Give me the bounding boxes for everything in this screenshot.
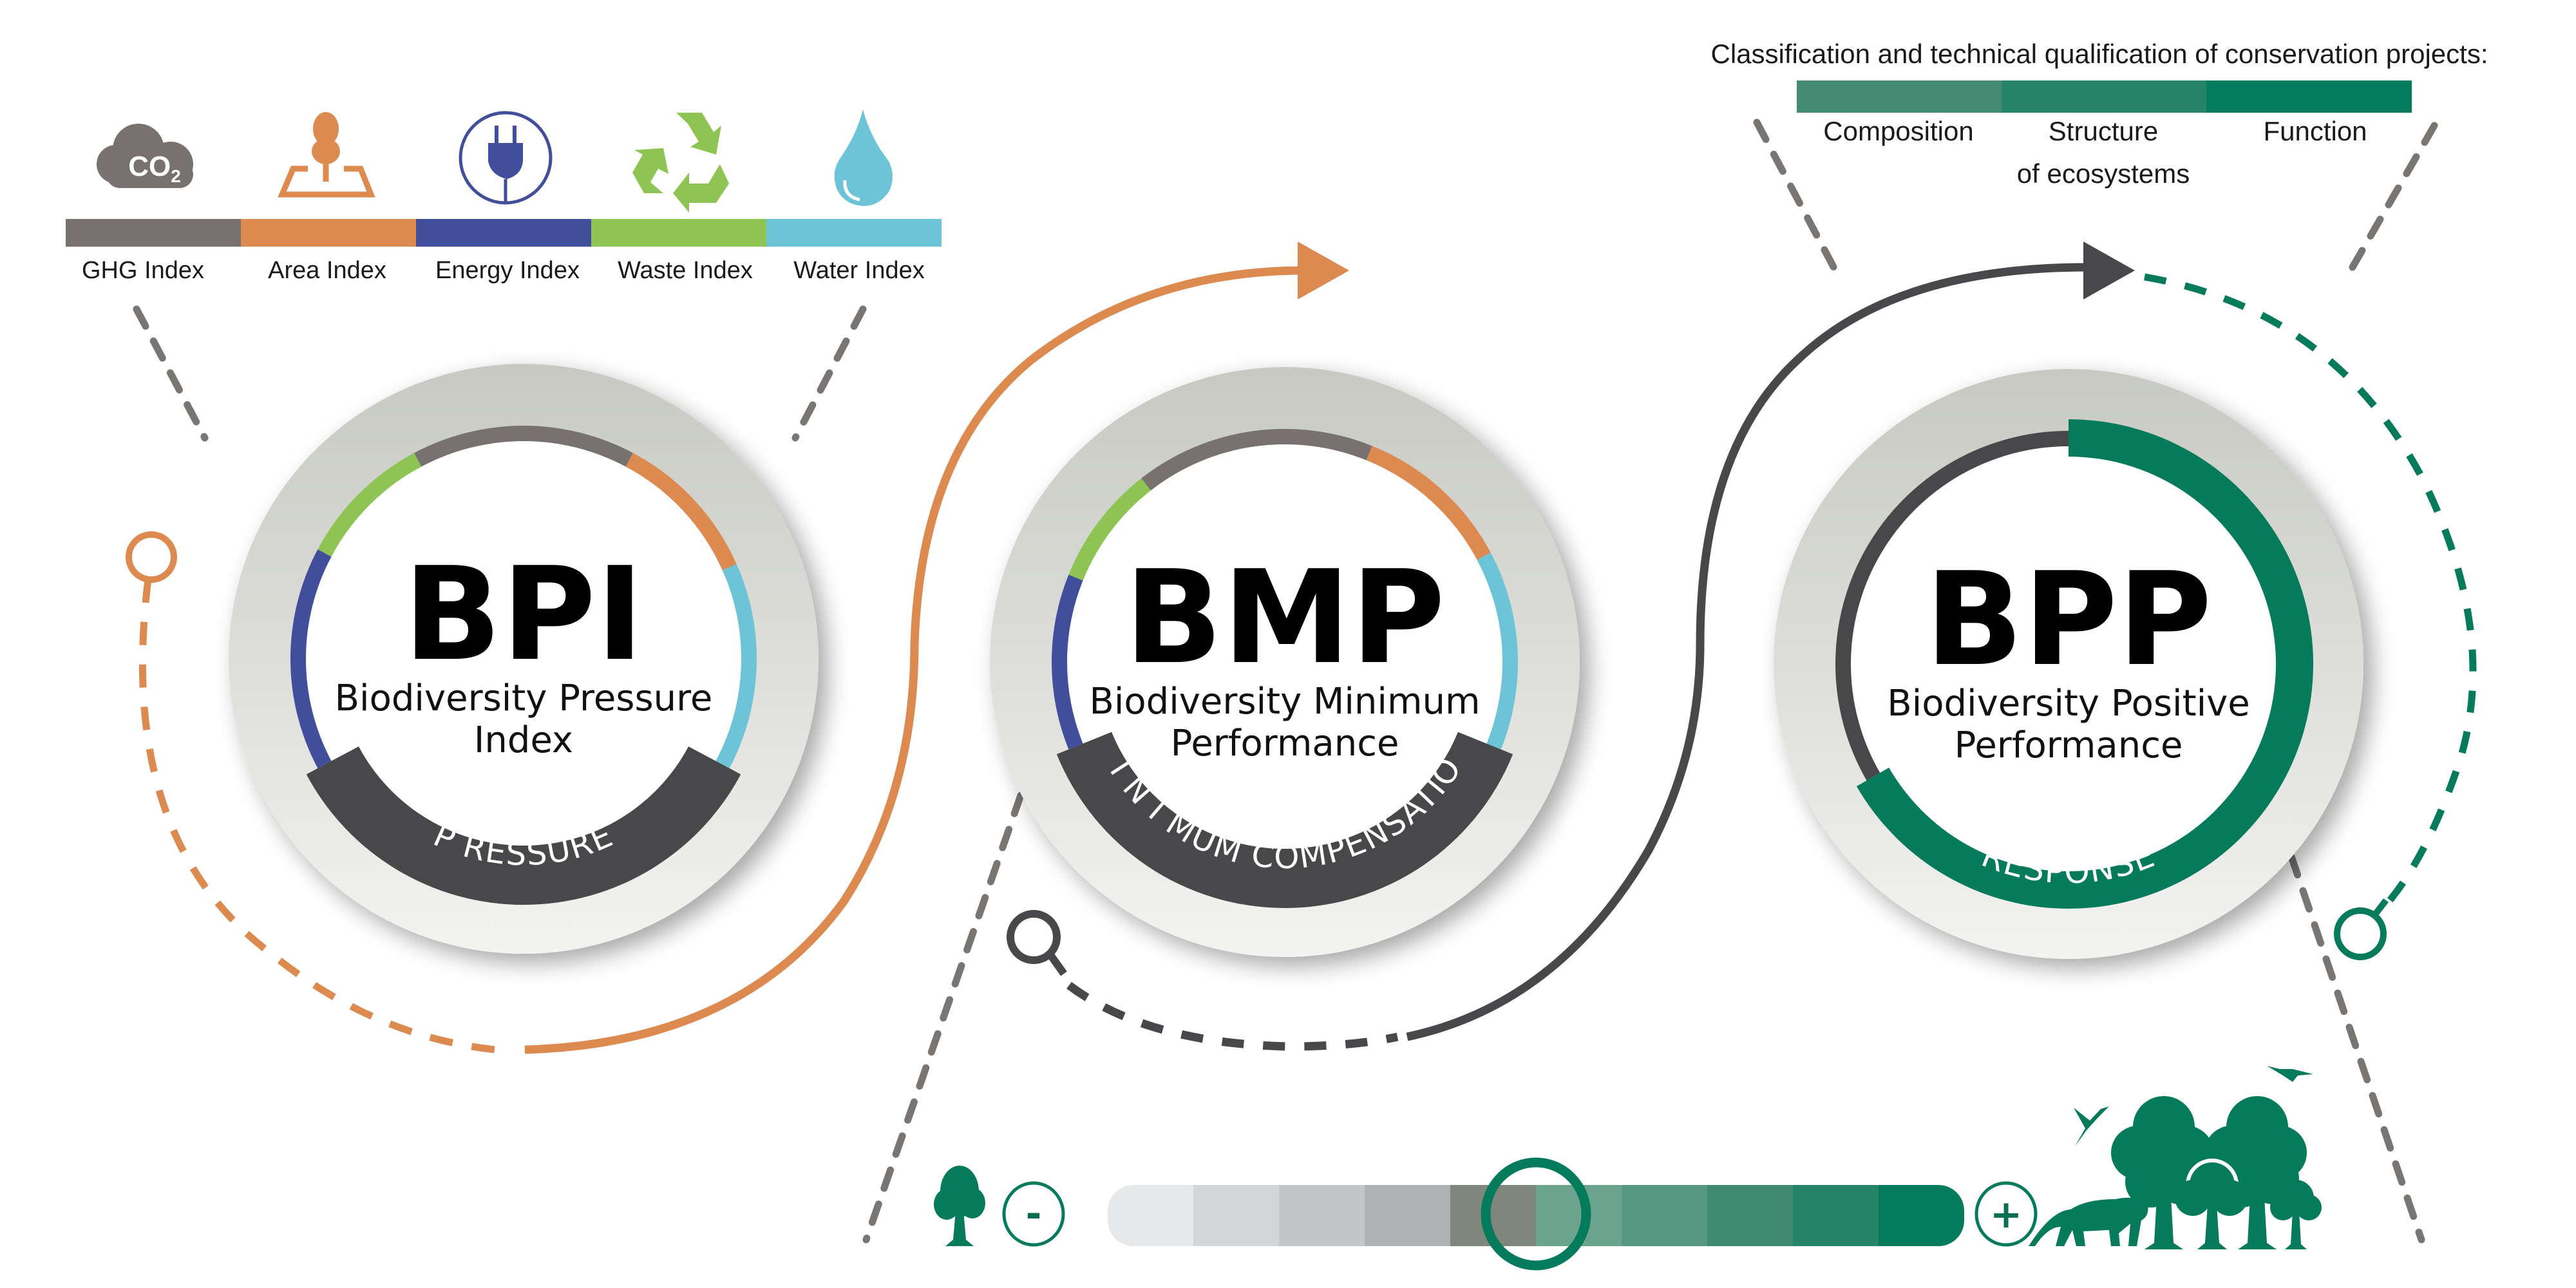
legend-connector-right	[791, 305, 867, 442]
classification-title: Classification and technical qualificati…	[1711, 39, 2488, 69]
co2-cloud-icon: CO2	[97, 124, 193, 188]
bpp-baseline-segment	[1835, 431, 2069, 781]
scale-segment-7[interactable]	[1622, 1185, 1708, 1246]
bpi-dashed-loop	[138, 579, 497, 1054]
legend-label-water: Water Index	[793, 257, 924, 284]
legend-label-ghg: GHG Index	[82, 257, 204, 284]
legend-bar-waste-index	[591, 219, 766, 247]
legend-label-waste: Waste Index	[618, 257, 753, 284]
connector-lines	[133, 118, 2438, 1244]
bpi-ghg-segment	[414, 426, 633, 467]
bmp-ghg-segment	[1141, 429, 1372, 491]
bmp-energy-segment	[1052, 574, 1083, 750]
bpi-name-line1: Biodiversity Pressure	[335, 677, 713, 719]
bpp-name-line1: Biodiversity Positive	[1887, 683, 2249, 724]
classification-label-function: Function	[2263, 116, 2367, 146]
legend-label-area: Area Index	[268, 257, 386, 284]
recycle-icon	[632, 113, 729, 213]
bpi-acronym: BPI	[403, 540, 643, 690]
bmp-acronym: BMP	[1124, 543, 1445, 693]
forest-wildlife-icon	[2029, 1066, 2322, 1249]
bpp-name-line2: Performance	[1955, 724, 2183, 766]
legend-connector-left	[133, 305, 209, 442]
legend-bar-area-index	[241, 219, 416, 247]
classification-bar-structure	[2002, 80, 2206, 113]
bmp-name-line1: Biodiversity Minimum	[1089, 681, 1480, 723]
classification-label-composition: Composition	[1823, 116, 1973, 146]
legend-bar-ghg-index	[66, 219, 241, 247]
orange-arrowhead-icon	[1298, 242, 1349, 299]
bpi-water-segment	[715, 564, 757, 768]
bmp-to-bpp-arrow	[1406, 263, 2087, 1041]
classification-bar-function	[2206, 80, 2412, 113]
scale-segment-9[interactable]	[1793, 1185, 1879, 1246]
decrease-label: -	[1026, 1191, 1042, 1236]
increase-button[interactable]: +	[1975, 1181, 2038, 1247]
bpi-to-bmp-arrow	[524, 266, 1305, 1054]
performance-scale: - +	[934, 1066, 2322, 1271]
orange-ring-marker-icon	[126, 531, 177, 583]
land-area-tree-icon	[278, 112, 375, 198]
scale-slider-knob[interactable]	[1481, 1157, 1591, 1271]
bpp-acronym: BPP	[1925, 545, 2212, 695]
scale-segment-1[interactable]	[1108, 1185, 1194, 1246]
increase-label: +	[1990, 1192, 2022, 1237]
bmp-area-segment	[1366, 446, 1491, 560]
classification-label-structure: Structure	[2049, 116, 2158, 146]
scale-connector-right	[2287, 853, 2425, 1244]
index-legend: GHG Index Area Index Energy Index Waste …	[66, 109, 942, 284]
flow-paths	[126, 242, 2477, 1054]
power-plug-icon	[459, 111, 553, 205]
bmp-index-card: M I N I MUM COMPENSATIO NBMPBiodiversity…	[0, 0, 1580, 957]
bpi-inner-disk	[305, 440, 743, 878]
bmp-dashed-loop	[1066, 981, 1399, 1051]
scale-segment-2[interactable]	[1193, 1185, 1280, 1246]
bpi-energy-segment	[290, 549, 332, 768]
bmp-name-line2: Performance	[1171, 723, 1399, 764]
legend-label-energy: Energy Index	[435, 257, 580, 284]
bpp-dashed-loop	[2144, 273, 2477, 907]
bmp-waste-segment	[1068, 478, 1151, 581]
bpi-area-segment	[625, 453, 737, 571]
scale-segment-10[interactable]	[1879, 1185, 1965, 1246]
dark-arrowhead-icon	[2083, 242, 2135, 299]
scale-segment-3[interactable]	[1279, 1185, 1365, 1246]
bmp-water-segment	[1477, 553, 1518, 750]
bpi-waste-segment	[317, 453, 422, 557]
classification-bar-composition	[1797, 80, 2002, 113]
legend-bar-water-index	[766, 219, 942, 247]
scale-segment-8[interactable]	[1707, 1185, 1794, 1246]
decrease-button[interactable]: -	[1002, 1181, 1065, 1247]
classification-panel: Classification and technical qualificati…	[1711, 39, 2488, 189]
magnifier-marker-icon	[1007, 910, 1067, 976]
classification-connector-right	[2347, 122, 2438, 274]
scale-segment-4[interactable]	[1365, 1185, 1451, 1246]
bpi-pressure-segment	[306, 746, 741, 905]
single-tree-icon	[934, 1166, 985, 1246]
bpp-inner-disk	[1850, 445, 2287, 883]
scale-connector-left	[862, 791, 1025, 1244]
bpi-name-line2: Index	[474, 719, 573, 761]
green-ring-marker-icon	[2334, 898, 2389, 960]
bmp-inner-disk	[1066, 443, 1504, 881]
classification-sublabel-structure: of ecosystems	[2017, 158, 2190, 189]
water-drop-icon	[834, 109, 893, 206]
classification-connector-left	[1753, 118, 1839, 274]
bmp-pressure-segment	[1056, 732, 1513, 909]
scale-track[interactable]	[1108, 1185, 1965, 1246]
legend-bar-energy-index	[416, 219, 591, 247]
